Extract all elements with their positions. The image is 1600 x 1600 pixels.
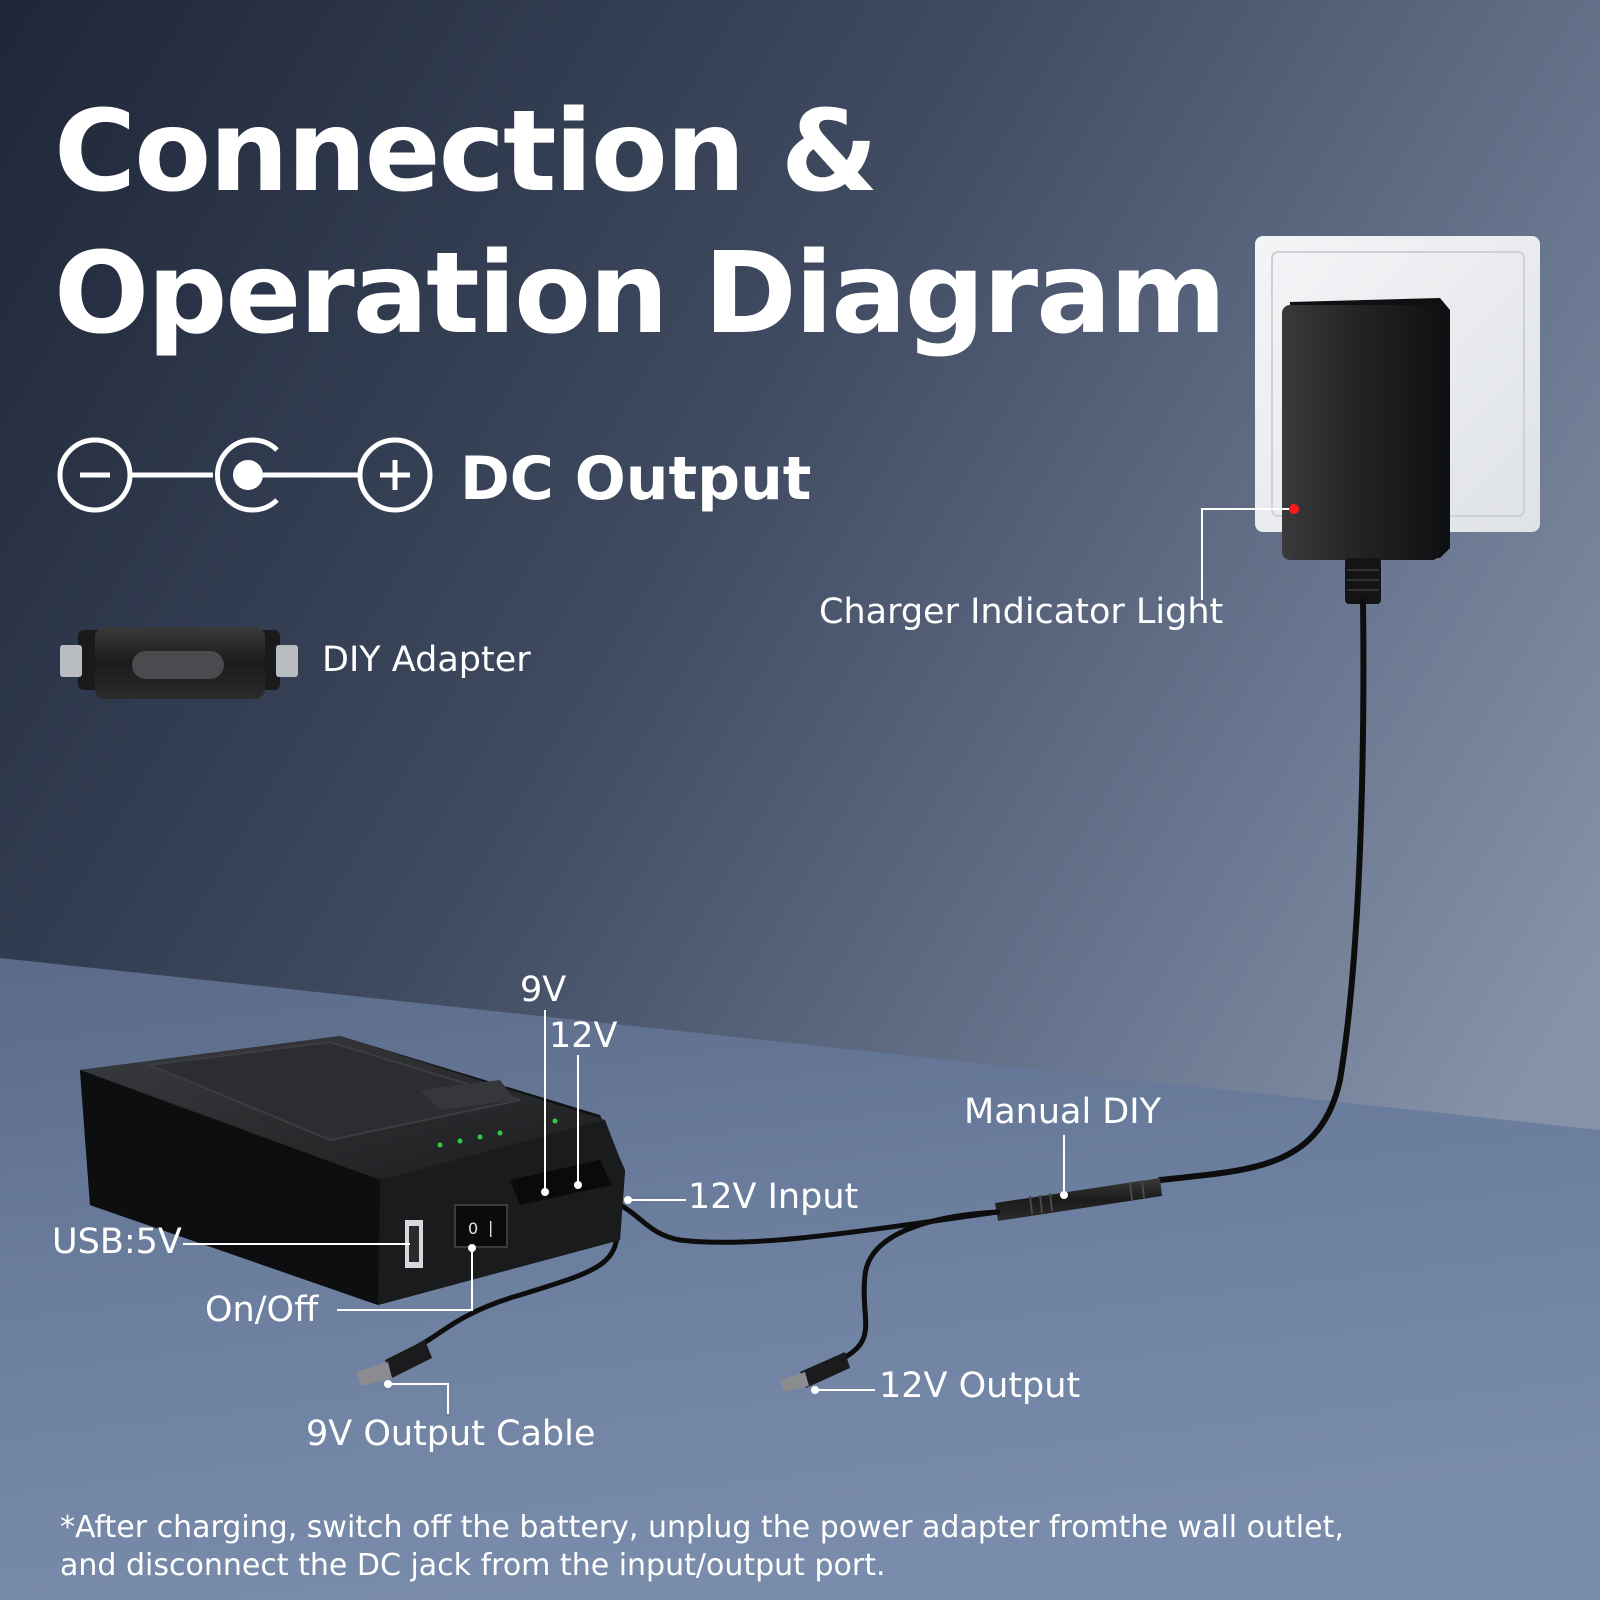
9v-port-label: 9V (520, 970, 567, 1010)
usb-5v-label: USB:5V (52, 1222, 182, 1262)
power-switch (454, 1204, 508, 1248)
center-pin-circle-icon (215, 437, 279, 513)
manual-diy-connector (995, 1178, 1162, 1221)
9v-output-plug (356, 1340, 432, 1386)
charger-indicator-light-icon (1289, 504, 1299, 514)
plus-circle-icon (357, 437, 433, 513)
charger-indicator-light-label: Charger Indicator Light (819, 592, 1224, 632)
on-off-label: On/Off (205, 1290, 319, 1330)
dc-output-label: DC Output (460, 444, 812, 514)
callout-dots (384, 1181, 1068, 1394)
manual-diy-label: Manual DIY (964, 1092, 1161, 1132)
diy-adapter-label: DIY Adapter (322, 640, 531, 680)
callout-leader-lines (183, 508, 1289, 1414)
battery-pack: 0 | (80, 1036, 625, 1305)
diy-adapter-image (60, 627, 298, 699)
dc-polarity-symbol (57, 437, 433, 513)
page-title-line-2: Operation Diagram (54, 229, 1226, 359)
12v-output-label: 12V Output (879, 1366, 1081, 1406)
power-adapter (1282, 298, 1450, 604)
12v-input-label: 12V Input (688, 1177, 859, 1217)
page-title-line-1: Connection & (54, 87, 878, 217)
svg-text:0: 0 (468, 1219, 478, 1238)
svg-text:|: | (488, 1218, 493, 1237)
12v-port-label: 12V (549, 1016, 618, 1056)
9v-output-cable-label: 9V Output Cable (306, 1414, 596, 1454)
12v-output-plug (780, 1352, 850, 1392)
footnote-line-1: *After charging, switch off the battery,… (60, 1510, 1344, 1545)
footnote-line-2: and disconnect the DC jack from the inpu… (60, 1548, 886, 1583)
